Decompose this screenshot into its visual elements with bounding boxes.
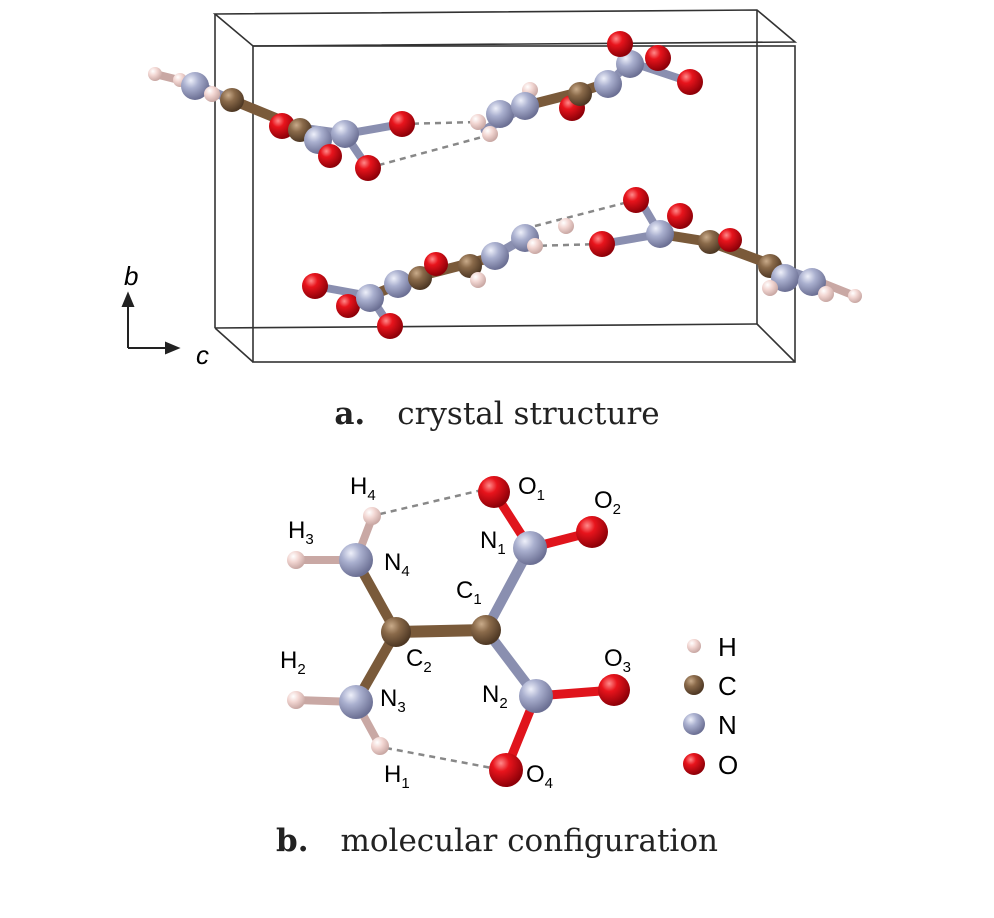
molecule-hydrogen-bonds (379, 488, 493, 770)
caption-letter-a: a. (334, 396, 366, 432)
atom-label-c2: C2 (406, 645, 432, 676)
legend-label-c: C (718, 671, 737, 701)
atom-label-n4: N4 (384, 549, 410, 580)
axis-label-c: c (196, 340, 209, 370)
legend-label-h: H (718, 632, 737, 662)
legend-label-n: N (718, 710, 737, 740)
atom-labels: H4 H3 N4 O1 O2 N1 C1 C2 H2 N3 N2 O3 H1 O… (280, 473, 631, 792)
atom-label-n3: N3 (380, 685, 406, 716)
molecule-bonds (292, 487, 619, 775)
atom-label-h4: H4 (350, 473, 376, 504)
unit-cell-box (212, 9, 798, 363)
atom-label-o1: O1 (518, 473, 545, 504)
crystal-hydrogen-bonds (367, 120, 637, 248)
legend-swatch-h (687, 639, 701, 653)
axis-label-b: b (124, 261, 138, 291)
caption-text-b: molecular configuration (340, 823, 718, 859)
atom-label-h3: H3 (288, 517, 314, 548)
atom-label-n1: N1 (480, 527, 506, 558)
atom-label-n2: N2 (482, 681, 508, 712)
atom-label-h2: H2 (280, 647, 306, 678)
legend-label-o: O (718, 750, 738, 780)
atom-label-o2: O2 (594, 487, 621, 518)
crystal-bonds (151, 40, 859, 330)
molecule-atoms (287, 476, 630, 787)
element-legend: H C N O (683, 632, 738, 780)
crystal-atoms (148, 31, 862, 339)
atom-label-c1: C1 (456, 577, 482, 608)
caption-letter-b: b. (276, 823, 309, 859)
legend-swatch-c (684, 675, 704, 695)
atom-label-h1: H1 (384, 761, 410, 792)
atom-label-o3: O3 (604, 645, 631, 676)
axis-indicator (121, 291, 181, 355)
caption-panel-b: b. molecular configuration (0, 823, 994, 859)
legend-swatch-o (683, 753, 705, 775)
caption-panel-a: a. crystal structure (0, 396, 994, 432)
caption-text-a: crystal structure (397, 396, 660, 432)
atom-label-o4: O4 (526, 761, 553, 792)
legend-swatch-n (683, 713, 705, 735)
